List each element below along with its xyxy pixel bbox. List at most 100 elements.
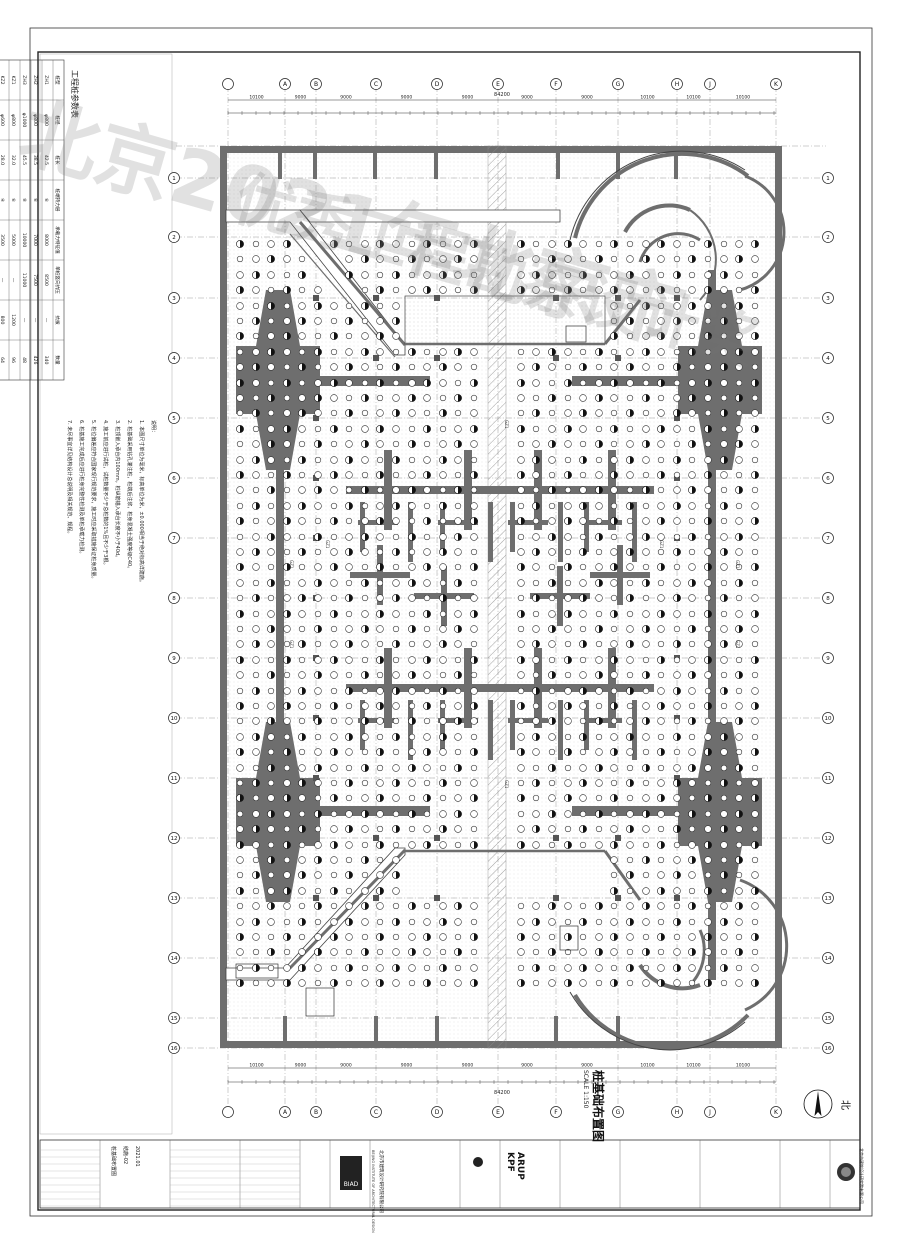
pile-tension [532, 810, 540, 818]
pile-tension [517, 348, 525, 356]
pile-compression [283, 517, 291, 525]
pile-tension [345, 517, 353, 525]
pile-tension [439, 255, 447, 263]
pile-tension [704, 810, 712, 818]
pile-tension [517, 533, 525, 541]
pile-tension [642, 779, 650, 787]
dimension-text: 9000 [295, 1063, 307, 1069]
pile-tension [517, 625, 525, 633]
pile-tension [283, 533, 291, 541]
table-cell: ⑥ [43, 198, 49, 202]
pile-tension [408, 640, 416, 648]
pile-tension [610, 902, 618, 910]
pile-tension [314, 363, 322, 371]
pile-tension [283, 918, 291, 926]
pile-tension [408, 425, 416, 433]
pile-tension [314, 548, 322, 556]
pile-tension [298, 348, 306, 356]
pile-tension [735, 979, 743, 987]
pile-compression [564, 517, 572, 525]
pile-tension [610, 548, 618, 556]
pile-tension [751, 348, 759, 356]
pile-compression [314, 948, 322, 956]
pile-tension [657, 948, 665, 956]
pile-compression [330, 332, 338, 340]
pile-tension [236, 317, 244, 325]
pile-tension [267, 456, 275, 464]
pile-tension [688, 332, 696, 340]
pile-tension [439, 671, 447, 679]
dimension-text: 10100 [686, 95, 700, 101]
pile-tension [642, 332, 650, 340]
pile-compression [579, 502, 587, 510]
pile-compression [283, 656, 291, 664]
table-cell: 7000 [32, 234, 38, 246]
pile-tension [330, 594, 338, 602]
pile-tension [564, 640, 572, 648]
pile-tension [532, 533, 540, 541]
pile-tension [595, 964, 603, 972]
pile-compression [392, 271, 400, 279]
pile-tension [314, 409, 322, 417]
pile-compression [517, 610, 525, 618]
pile-compression [314, 856, 322, 864]
pile-tension [236, 456, 244, 464]
pile-tension [735, 610, 743, 618]
pile-compression [735, 856, 743, 864]
pile-tension [720, 933, 728, 941]
table-cell: — [0, 278, 4, 283]
pile-tension [751, 856, 759, 864]
table-cell: 32.0 [10, 155, 16, 165]
pile-compression [376, 841, 384, 849]
axis-bubble-row: 6 [168, 472, 180, 484]
pile-tag-label: GZ1 [289, 560, 294, 569]
pile-compression [720, 317, 728, 325]
pile-tension [579, 656, 587, 664]
pile-tension [376, 271, 384, 279]
pile-tension [517, 733, 525, 741]
pile-compression [361, 533, 369, 541]
pile-tension [626, 379, 634, 387]
pile-tension [642, 640, 650, 648]
pile-tension [610, 409, 618, 417]
pile-tension [345, 348, 353, 356]
pile-tension [252, 348, 260, 356]
pile-tension [470, 948, 478, 956]
pile-compression [314, 486, 322, 494]
pile-tension [470, 440, 478, 448]
pile-table-body: 桩型桩径桩长桩端持力层承载力特征值单桩竖向抗压抗拔数量ZH1φ80042.5⑥8… [0, 59, 65, 381]
pile-tension [642, 887, 650, 895]
pile-compression [314, 440, 322, 448]
axis-label: H [675, 1109, 680, 1116]
pile-tension [361, 918, 369, 926]
pile-tension [439, 394, 447, 402]
table-header: 桩端持力层 [54, 189, 61, 212]
pile-tension [376, 302, 384, 310]
pile-tension [376, 625, 384, 633]
pile-tension [532, 286, 540, 294]
pile-compression [283, 748, 291, 756]
pile-compression [314, 533, 322, 541]
pile-tension [298, 425, 306, 433]
plan-scale: SCALE 1:150 [582, 1070, 589, 1109]
pile-tension [751, 902, 759, 910]
pile-tension [657, 625, 665, 633]
pile-tension [314, 779, 322, 787]
pile-tension [470, 579, 478, 587]
pile-tension [673, 748, 681, 756]
axis-bubble-col: F [550, 1106, 562, 1118]
pile-tension [236, 779, 244, 787]
total-dimension: 84200 [494, 92, 510, 98]
pile-tension [392, 794, 400, 802]
pile-tension [283, 363, 291, 371]
pile-compression [408, 948, 416, 956]
pile-tension [376, 594, 384, 602]
pile-tension [595, 425, 603, 433]
pile-tension [376, 779, 384, 787]
pile-tension [298, 610, 306, 618]
axis-bubble-row: 5 [822, 412, 834, 424]
pile-compression [595, 579, 603, 587]
pile-compression [252, 317, 260, 325]
pile-tension [626, 794, 634, 802]
pile-tension [314, 964, 322, 972]
